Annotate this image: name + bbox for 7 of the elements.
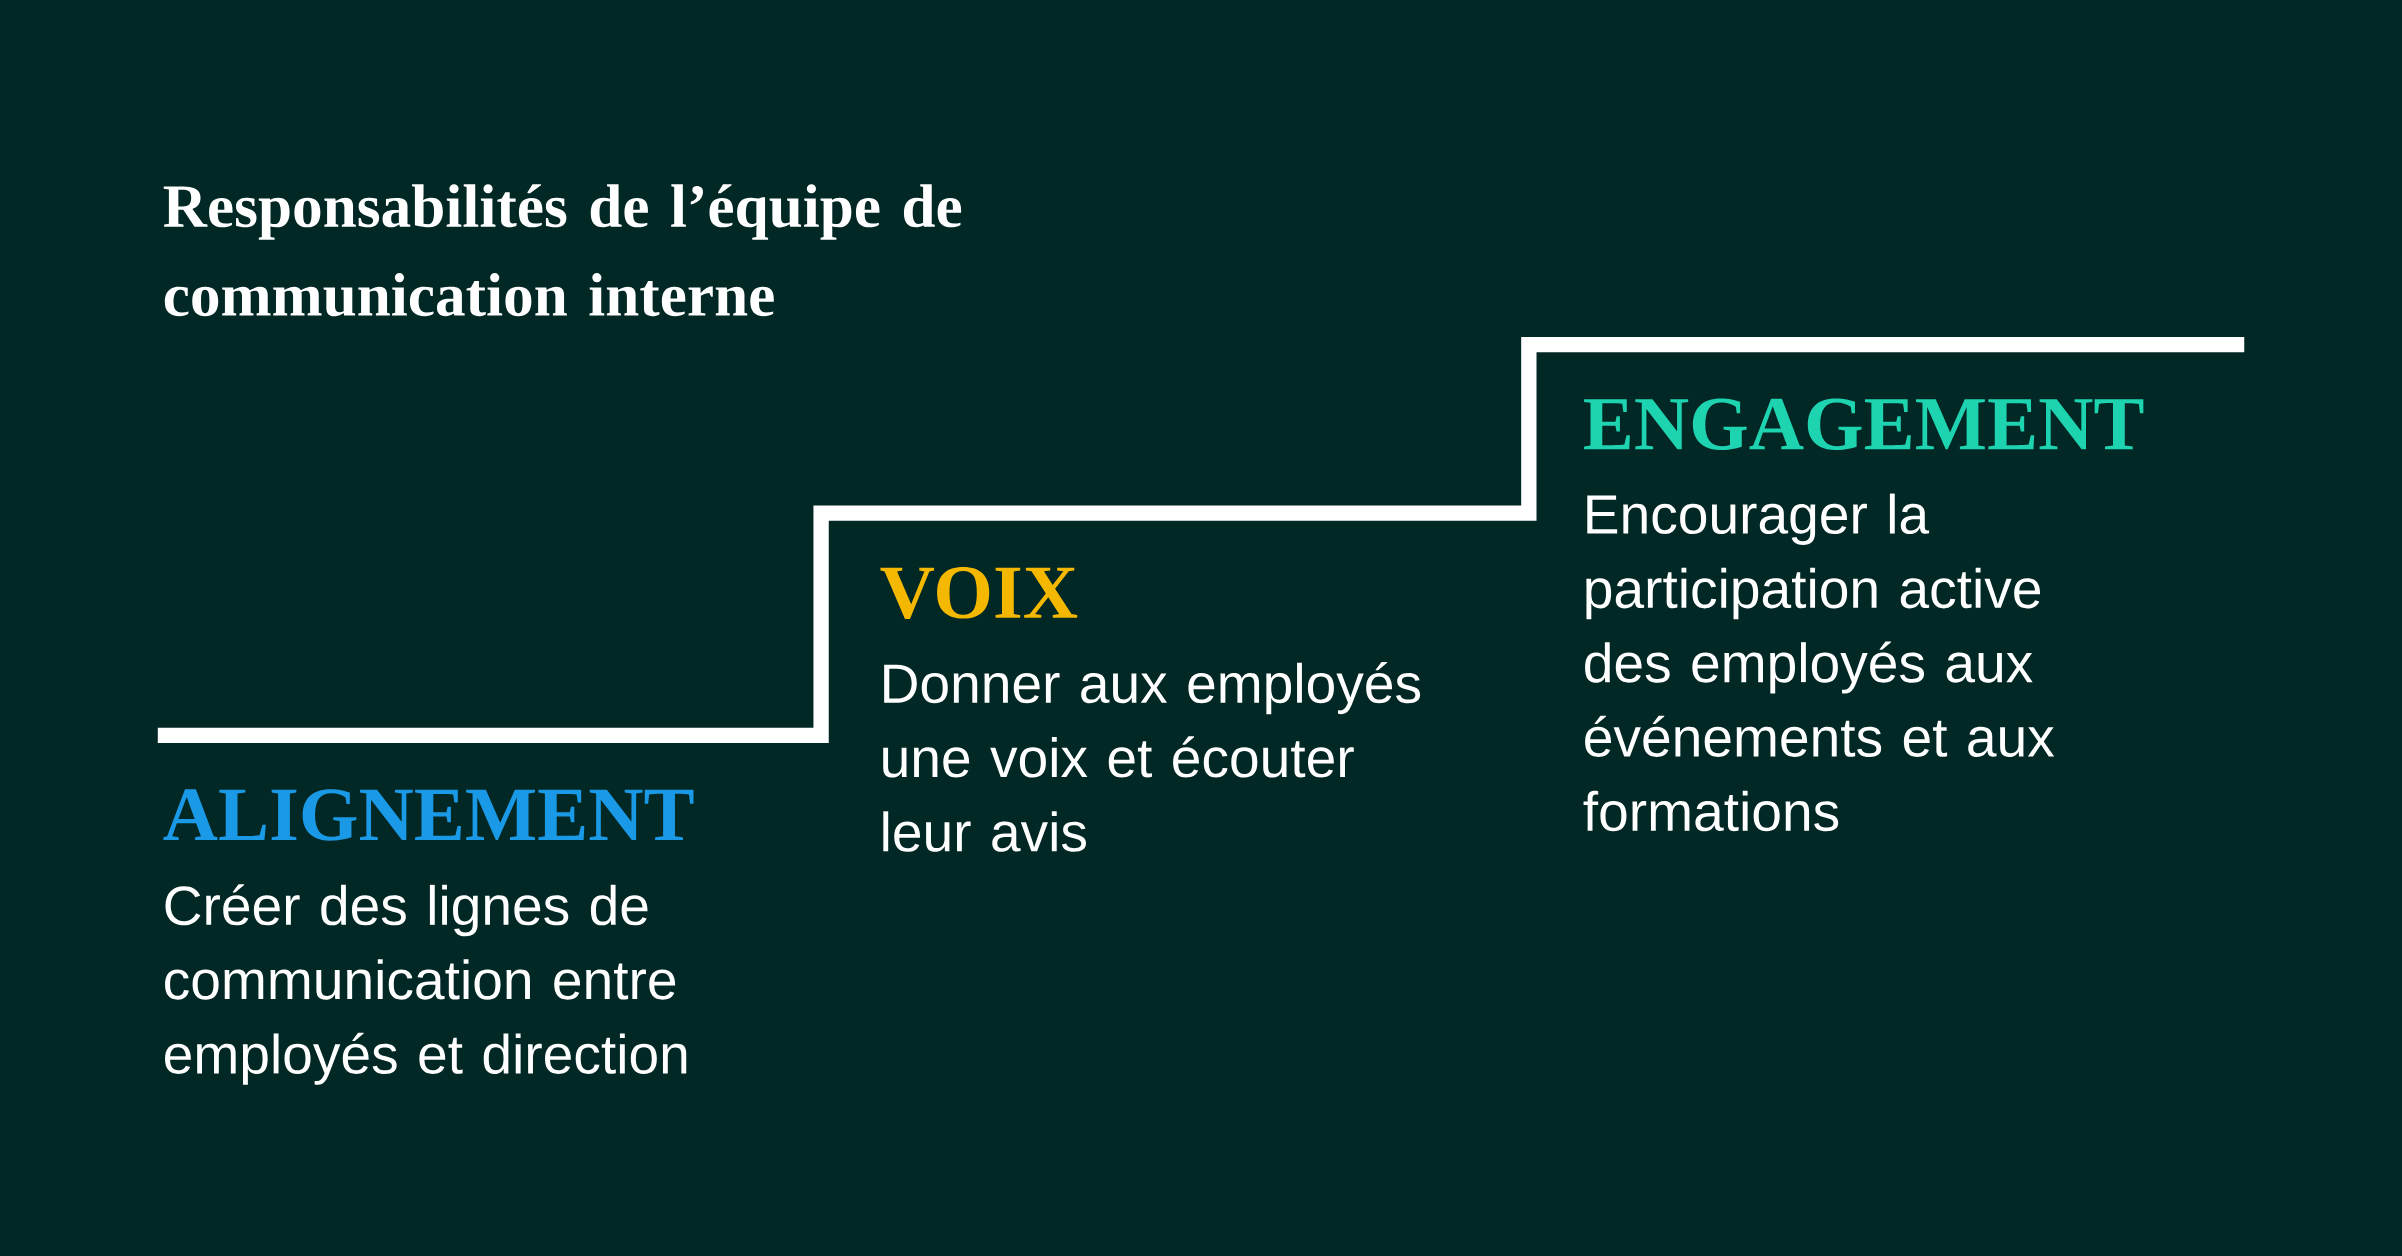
step-heading: ALIGNEMENT <box>163 789 694 841</box>
step-heading: ENGAGEMENT <box>1584 398 2144 450</box>
step-description: Encourager la participation active des employés aux événements et aux formations <box>1583 493 2055 832</box>
title: Responsabilités de l’équipe de communication interne <box>163 184 962 317</box>
step-heading: VOIX <box>880 567 1078 619</box>
step-description: Créer des lignes de communication entre employés et direction <box>165 884 687 1085</box>
step-description: Donner aux employés une voix et écouter leur avis <box>883 662 1421 852</box>
